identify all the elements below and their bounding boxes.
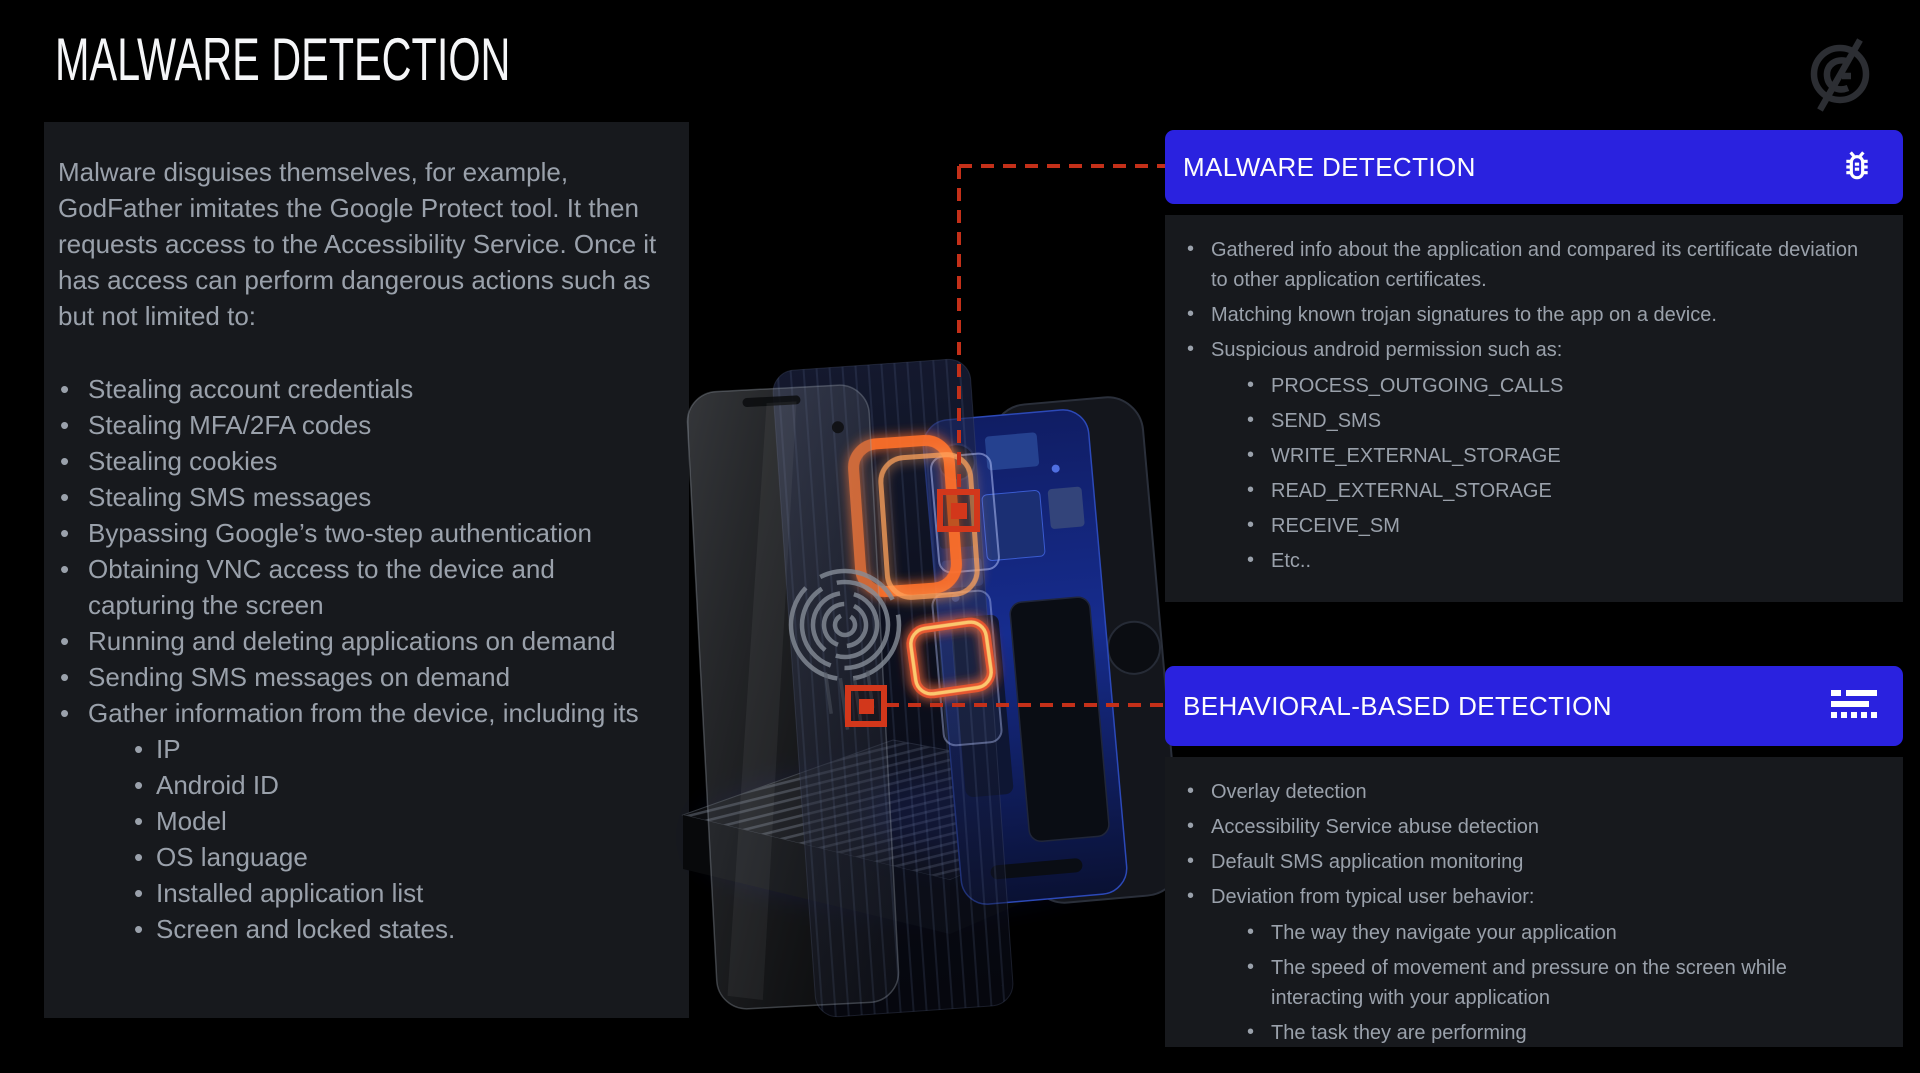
list-item-text: Deviation from typical user behavior: xyxy=(1211,886,1535,908)
malware-detection-panel: Gathered info about the application and … xyxy=(1165,215,1903,602)
sub-list-item: PROCESS_OUTGOING_CALLS xyxy=(1245,370,1875,401)
header-label: MALWARE DETECTION xyxy=(1183,151,1476,182)
malware-detection-header: MALWARE DETECTION xyxy=(1165,130,1903,204)
sub-list-item: Model xyxy=(130,803,659,839)
list-item: Gather information from the device, incl… xyxy=(58,695,659,947)
marker-core xyxy=(858,698,874,714)
sub-list-item: OS language xyxy=(130,839,659,875)
sub-list-item: Installed application list xyxy=(130,875,659,911)
sub-list-item: RECEIVE_SM xyxy=(1245,510,1875,541)
list-item: Sending SMS messages on demand xyxy=(58,659,659,695)
list-item: Stealing account credentials xyxy=(58,371,659,407)
malware-detection-list: Gathered info about the application and … xyxy=(1185,234,1875,576)
sub-list-item: Etc.. xyxy=(1245,545,1875,576)
connector-dashed-line-top xyxy=(959,164,1165,168)
list-item: Gathered info about the application and … xyxy=(1185,234,1875,295)
bug-icon xyxy=(1846,151,1868,180)
list-item: Running and deleting applications on dem… xyxy=(58,623,659,659)
malware-capabilities-list: Stealing account credentials Stealing MF… xyxy=(58,371,659,947)
list-item: Stealing cookies xyxy=(58,443,659,479)
connector-dashed-line-bottom xyxy=(886,703,1165,707)
list-item: Overlay detection xyxy=(1185,776,1875,807)
header-label: BEHAVIORAL-BASED DETECTION xyxy=(1183,690,1612,721)
page-title: MALWARE DETECTION xyxy=(55,26,511,93)
detection-marker-bottom xyxy=(845,685,887,727)
detection-highlight-frame xyxy=(906,617,996,699)
detection-list-icon xyxy=(1831,690,1877,718)
sub-list-item: READ_EXTERNAL_STORAGE xyxy=(1245,475,1875,506)
sub-list-item: Android ID xyxy=(130,767,659,803)
permissions-sub-list: PROCESS_OUTGOING_CALLS SEND_SMS WRITE_EX… xyxy=(1245,370,1875,576)
sub-list-item: IP xyxy=(130,731,659,767)
sub-list-item: The task they are performing xyxy=(1245,1017,1875,1048)
list-item: Stealing MFA/2FA codes xyxy=(58,407,659,443)
brand-logo-icon xyxy=(1810,38,1870,112)
behavior-sub-list: The way they navigate your application T… xyxy=(1245,917,1875,1048)
sub-list: IP Android ID Model OS language Installe… xyxy=(130,731,659,947)
connector-dashed-line-vertical xyxy=(957,166,961,490)
behavioral-detection-panel: Overlay detection Accessibility Service … xyxy=(1165,757,1903,1047)
marker-core xyxy=(950,502,967,519)
list-item: Suspicious android permission such as: P… xyxy=(1185,334,1875,576)
malware-overview-panel: Malware disguises themselves, for exampl… xyxy=(44,122,689,1018)
behavioral-detection-list: Overlay detection Accessibility Service … xyxy=(1185,776,1875,1048)
list-item: Deviation from typical user behavior: Th… xyxy=(1185,881,1875,1048)
list-item-text: Gather information from the device, incl… xyxy=(88,698,639,728)
list-item: Bypassing Google’s two-step authenticati… xyxy=(58,515,659,551)
sub-list-item: WRITE_EXTERNAL_STORAGE xyxy=(1245,440,1875,471)
list-item: Matching known trojan signatures to the … xyxy=(1185,299,1875,330)
list-item-text: Suspicious android permission such as: xyxy=(1211,339,1563,361)
sub-list-item: Screen and locked states. xyxy=(130,911,659,947)
fingerprint-icon xyxy=(788,568,902,730)
list-item: Obtaining VNC access to the device and c… xyxy=(58,551,659,623)
phone-exploded-illustration xyxy=(681,358,1182,1018)
intro-paragraph: Malware disguises themselves, for exampl… xyxy=(58,157,657,331)
sub-list-item: The speed of movement and pressure on th… xyxy=(1245,952,1875,1013)
list-item: Accessibility Service abuse detection xyxy=(1185,811,1875,842)
phone-front-glass xyxy=(686,384,900,1010)
sub-list-item: SEND_SMS xyxy=(1245,405,1875,436)
list-item: Stealing SMS messages xyxy=(58,479,659,515)
behavioral-detection-header: BEHAVIORAL-BASED DETECTION xyxy=(1165,666,1903,746)
list-item: Default SMS application monitoring xyxy=(1185,846,1875,877)
sub-list-item: The way they navigate your application xyxy=(1245,917,1875,948)
detection-marker-top xyxy=(937,489,980,532)
